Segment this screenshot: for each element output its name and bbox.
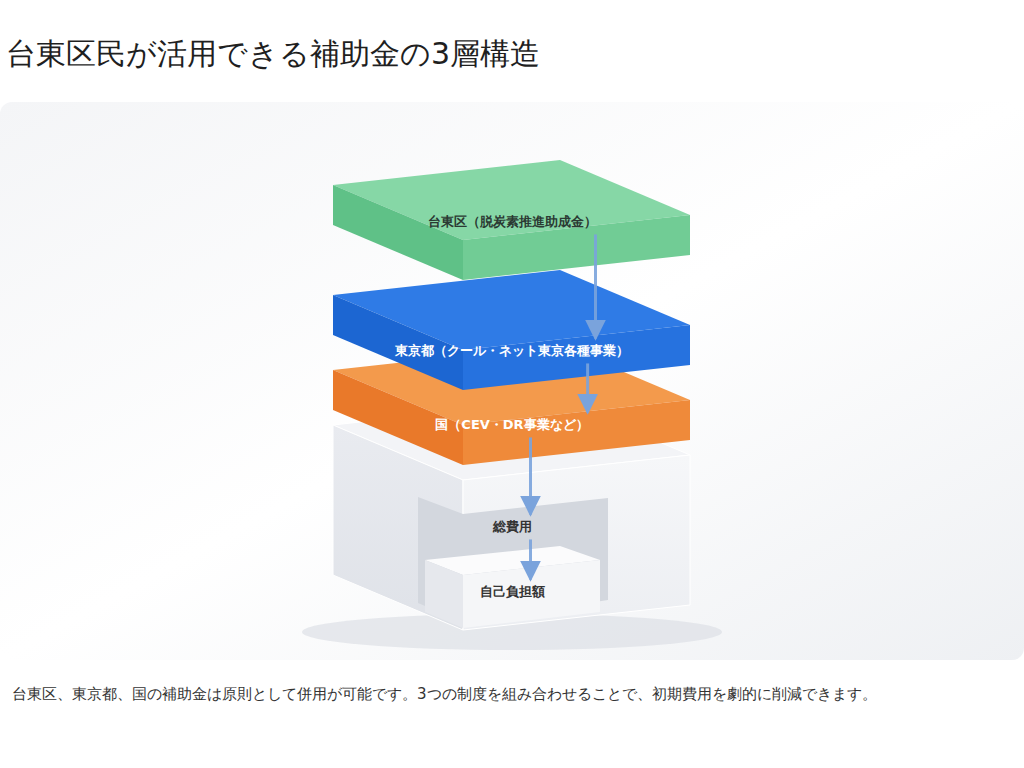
- node-text: 国（CEV・DR事業など）: [435, 417, 588, 434]
- layer-label: 台東区（脱炭素推進助成金）: [423, 212, 602, 233]
- base-block: [333, 400, 690, 630]
- flow-arrow: [586, 363, 589, 412]
- node-text: 総費用: [493, 519, 532, 536]
- total-cost-label: 総費用: [488, 517, 537, 538]
- node-text: 自己負担額: [480, 584, 545, 601]
- page-title: 台東区民が活用できる補助金の3層構造: [6, 34, 540, 75]
- background-panel: [0, 102, 1024, 660]
- layer-label: 東京都（クール・ネット東京各種事業）: [390, 341, 634, 362]
- layer-label: 国（CEV・DR事業など）: [430, 415, 593, 436]
- node-text: 台東区（脱炭素推進助成金）: [428, 214, 597, 231]
- tokyo-slab: [333, 270, 690, 390]
- flow-arrow: [529, 437, 532, 514]
- caption-text: 台東区、東京都、国の補助金は原則として併用が可能です。3つの制度を組み合わせるこ…: [12, 682, 1012, 707]
- node-text: 東京都（クール・ネット東京各種事業）: [395, 343, 629, 360]
- self-pay-label: 自己負担額: [475, 582, 550, 603]
- flow-arrow: [594, 234, 597, 338]
- taito-slab: [333, 160, 690, 280]
- flow-arrow: [529, 539, 532, 579]
